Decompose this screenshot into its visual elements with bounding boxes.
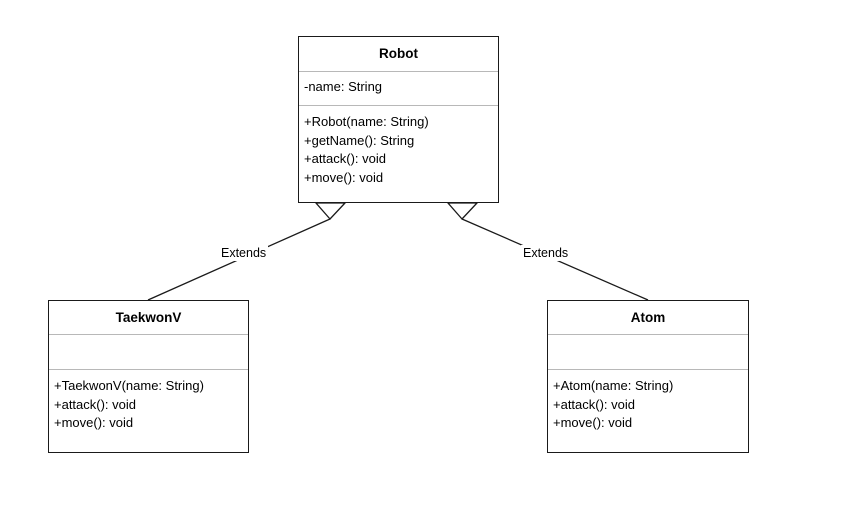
class-operations-taekwonv: +TaekwonV(name: String) +attack(): void … — [49, 370, 248, 452]
attribute-item: -name: String — [304, 79, 383, 94]
class-name-atom: Atom — [548, 301, 748, 335]
class-name-robot: Robot — [299, 37, 498, 72]
class-operations-robot: +Robot(name: String) +getName(): String … — [299, 106, 498, 202]
class-attributes-robot: -name: String — [299, 72, 498, 106]
edge-label-extends-right: Extends — [521, 245, 571, 261]
operation-item: +move(): void — [54, 415, 134, 430]
edge-label-extends-left: Extends — [219, 245, 269, 261]
operation-item: +TaekwonV(name: String) — [54, 378, 204, 393]
hollow-triangle-arrowhead-right — [446, 202, 479, 220]
class-name-taekwonv: TaekwonV — [49, 301, 248, 335]
operation-item: +move(): void — [304, 169, 384, 185]
operation-item: +attack(): void — [304, 151, 387, 166]
class-operations-atom: +Atom(name: String) +attack(): void +mov… — [548, 370, 748, 452]
operation-item: +attack(): void — [54, 396, 137, 412]
class-attributes-taekwonv — [49, 335, 248, 370]
hollow-triangle-arrowhead-left — [314, 202, 347, 220]
class-box-taekwonv[interactable]: TaekwonV +TaekwonV(name: String) +attack… — [48, 300, 249, 453]
class-box-atom[interactable]: Atom +Atom(name: String) +attack(): void… — [547, 300, 749, 453]
operation-item: +attack(): void — [553, 396, 636, 412]
class-box-robot[interactable]: Robot -name: String +Robot(name: String)… — [298, 36, 499, 203]
operation-item: +getName(): String — [304, 132, 415, 148]
class-attributes-atom — [548, 335, 748, 370]
operation-item: +move(): void — [553, 415, 633, 430]
operation-item: +Robot(name: String) — [304, 114, 429, 129]
operation-item: +Atom(name: String) — [553, 378, 674, 393]
